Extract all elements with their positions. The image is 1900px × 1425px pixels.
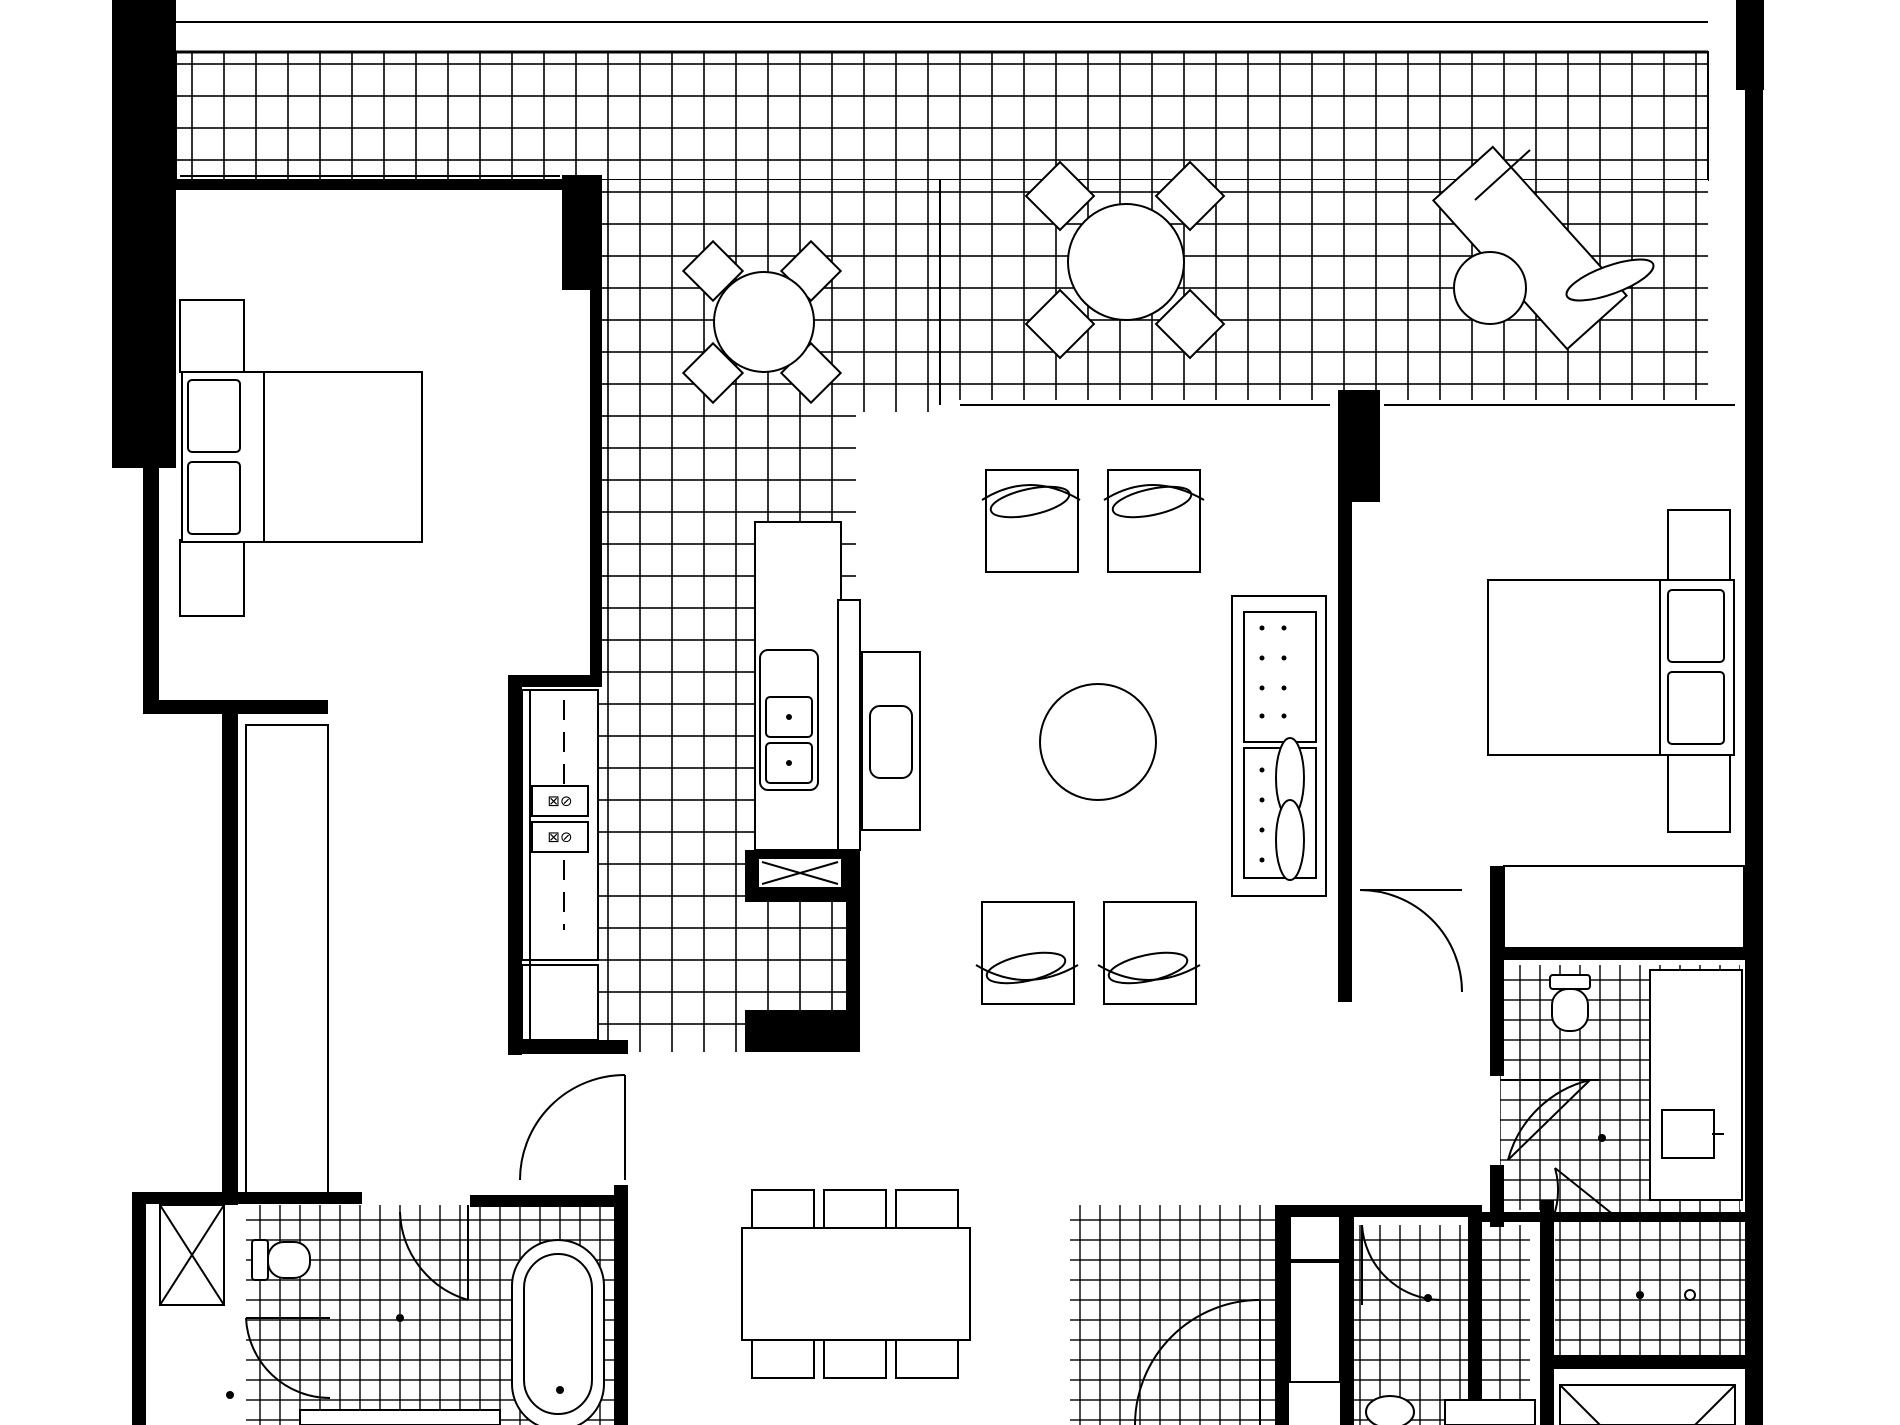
wall-bed1-right <box>590 175 602 677</box>
bedroom-2 <box>1487 509 1735 833</box>
kitchen-bench <box>521 689 599 961</box>
door-swing-icon <box>1361 1224 1441 1305</box>
cooktop-icon: ⊠⊘ ⊠⊘ <box>531 785 589 853</box>
wall-bed1-top <box>176 180 566 190</box>
toilet-icon <box>1365 1395 1415 1425</box>
svg-text:⊠⊘: ⊠⊘ <box>547 792 572 810</box>
door-swing-icon <box>399 1205 469 1301</box>
dining-table-icon <box>741 1189 971 1379</box>
wall-laundry-side <box>1540 1200 1554 1425</box>
wall-island-side <box>846 850 860 1050</box>
wall-bath-right <box>614 1185 628 1425</box>
sofa-icon <box>1231 595 1327 897</box>
door-swings <box>245 889 1621 1425</box>
wall-wardrobe-side <box>1490 866 1504 1076</box>
main-bathroom <box>159 1204 605 1425</box>
wall-island-base <box>745 1010 860 1052</box>
kitchen-island <box>754 521 921 889</box>
outdoor-chair-icon <box>1024 160 1226 360</box>
wall-lower-left-box <box>132 1192 146 1425</box>
wall-laundry-box-r <box>1340 1205 1354 1425</box>
door-swing-icon <box>1134 1299 1261 1425</box>
bed1-closet-outline <box>245 724 329 1196</box>
door-swing-icon <box>1507 1079 1591 1161</box>
wall-kitchen-left <box>508 675 522 1055</box>
laundry-cupboard <box>1289 1261 1341 1383</box>
outdoor-chair-icon <box>681 239 843 405</box>
wall-corridor-top <box>1340 1205 1480 1217</box>
wall-left-outer-top <box>112 0 176 468</box>
toilet-icon <box>251 1239 311 1281</box>
toilet-icon <box>1549 974 1591 1032</box>
bathtub-icon <box>511 1239 605 1425</box>
bedside-table-right-top <box>1667 509 1731 589</box>
sliding-door-markers <box>175 56 1735 406</box>
door-swing-icon <box>1549 1167 1621 1226</box>
bedroom-1 <box>179 299 423 617</box>
wall-bath-top-r <box>470 1195 628 1207</box>
wall-bed2-bottom <box>1490 948 1745 960</box>
door-swing-icon <box>519 1074 626 1181</box>
kitchen-sink-icon <box>759 649 819 791</box>
island-breakfast-bar <box>837 599 861 851</box>
coffee-table-icon <box>1039 683 1157 801</box>
wall-ensuite-left <box>1490 1165 1504 1227</box>
wall-right-top <box>1736 0 1764 90</box>
armchair-icon <box>1097 901 1201 1005</box>
armchair-icon <box>1103 469 1205 573</box>
outdoor-table-icon <box>713 271 815 373</box>
wall-left-inner <box>143 440 159 710</box>
wall-living-right <box>1338 390 1352 1002</box>
wardrobe-outline <box>1503 865 1745 949</box>
wall-right-outer <box>1745 0 1763 1425</box>
laundry-tiles <box>1350 1225 1530 1425</box>
wall-laundry-bot <box>1545 1355 1745 1369</box>
living-room <box>975 469 1327 1005</box>
shower-icon <box>159 1204 225 1306</box>
bed-icon <box>181 371 423 543</box>
wall-kitchen-bottom <box>508 1040 628 1054</box>
bedside-table-left-top <box>179 299 245 373</box>
wall-left-lower <box>222 700 238 1205</box>
wall-kitchen-top <box>508 675 602 687</box>
ensuite <box>1500 969 1743 1425</box>
corridor-tiles <box>1070 1205 1280 1425</box>
side-table-icon <box>1453 251 1527 325</box>
outdoor-table-right <box>1024 160 1226 360</box>
bed-icon <box>1487 579 1735 756</box>
linen-closet <box>1289 1209 1341 1261</box>
bedside-table-right-bottom <box>1667 751 1731 833</box>
wall-corridor-right <box>1468 1205 1482 1425</box>
kitchen-fridge <box>521 964 599 1041</box>
wall-ensuite-bottom <box>1480 1212 1745 1222</box>
outdoor-table-icon <box>1067 203 1185 321</box>
outdoor-table-left <box>681 239 843 405</box>
ensuite-tiles-low <box>1555 1210 1745 1360</box>
svg-text:⊠⊘: ⊠⊘ <box>547 828 572 846</box>
door-swing-icon <box>245 1317 331 1400</box>
armchair-icon <box>975 901 1079 1005</box>
vanity-basin-icon <box>1649 969 1743 1201</box>
bar-stool-icon <box>861 651 921 831</box>
wall-laundry-box-l <box>1275 1205 1289 1425</box>
door-swing-icon <box>1359 889 1463 993</box>
armchair-icon <box>981 469 1081 573</box>
vanity-basin-icon <box>299 1409 501 1425</box>
laundry <box>1289 1261 1536 1425</box>
shower-icon <box>1559 1384 1736 1425</box>
sun-lounger-icon <box>1431 145 1655 351</box>
bedside-table-left-bottom <box>179 539 245 617</box>
laundry-tub <box>1444 1399 1536 1425</box>
